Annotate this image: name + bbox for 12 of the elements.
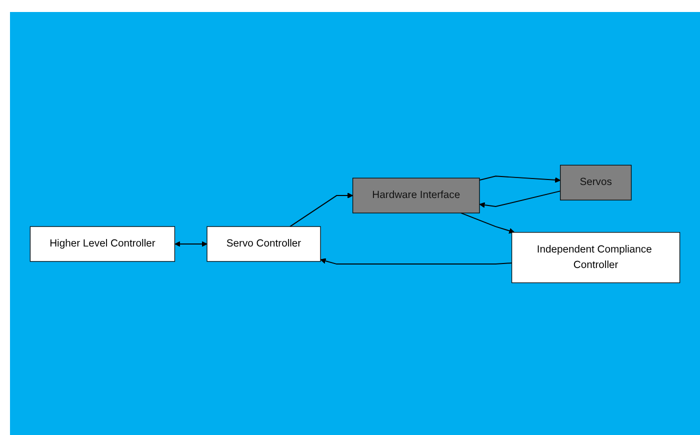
arrow <box>290 192 354 227</box>
arrow <box>320 258 512 264</box>
arrow <box>174 240 208 246</box>
node-box <box>352 177 480 213</box>
diagram-background: Higher Level Controller Servo Controller Hardware Interface Servos Independent Compliance Controller <box>10 12 700 435</box>
arrow <box>479 175 561 182</box>
node-box <box>206 226 321 262</box>
node-box <box>560 164 632 200</box>
node-box <box>30 226 176 262</box>
node-box <box>511 232 680 283</box>
arrow <box>479 190 561 208</box>
arrow <box>460 212 515 234</box>
